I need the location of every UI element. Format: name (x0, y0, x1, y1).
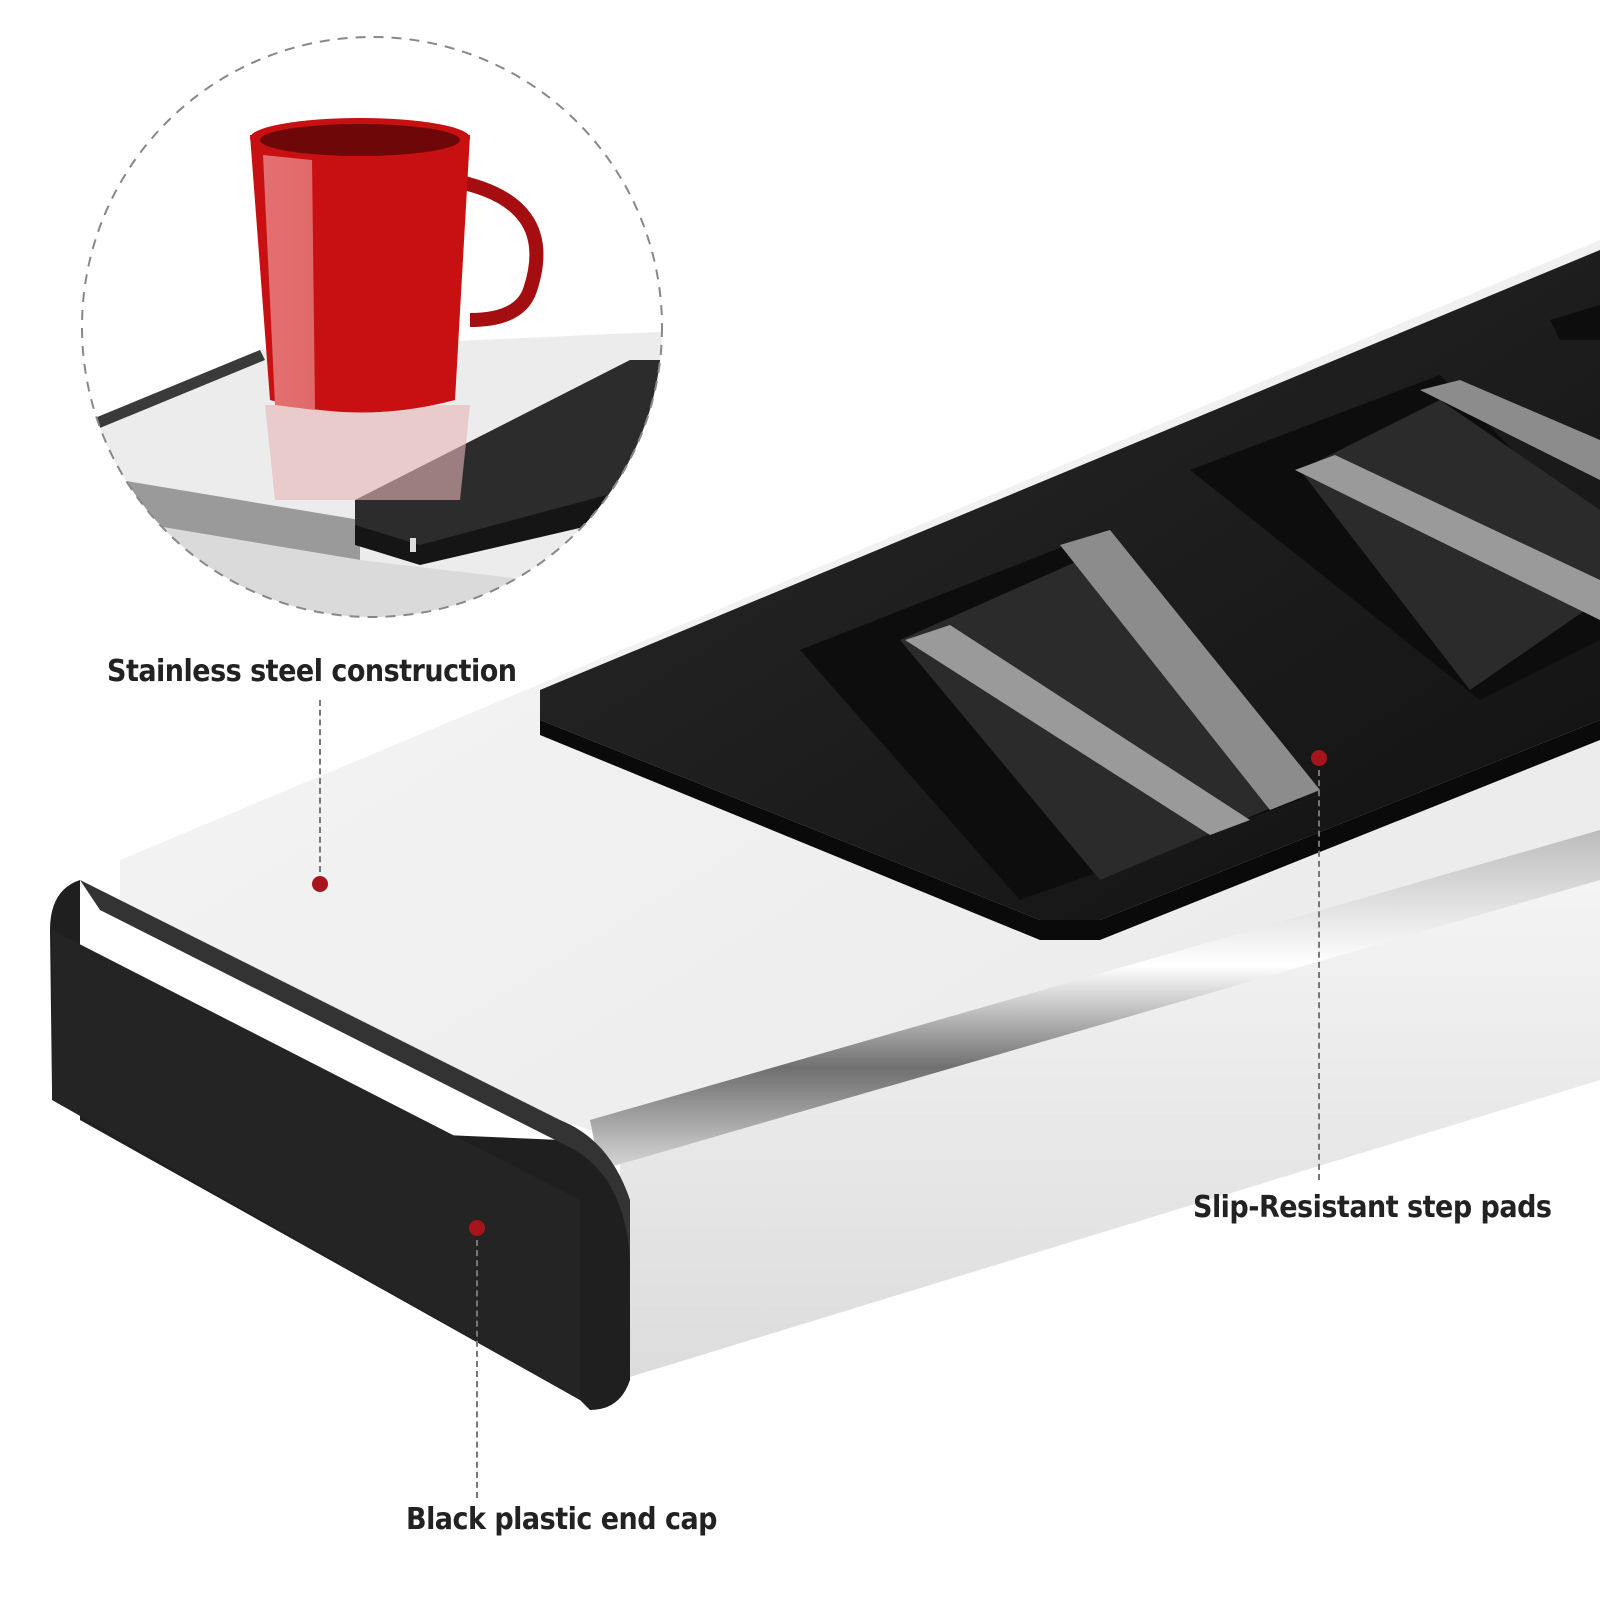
callout-step-pads-leader (1318, 770, 1320, 1180)
end-cap (50, 880, 630, 1410)
callout-end-cap-leader (476, 1240, 478, 1498)
step-pad (540, 250, 1600, 940)
callout-end-cap-dot (469, 1220, 485, 1236)
callout-step-pads-label: Slip-Resistant step pads (1193, 1190, 1552, 1225)
callout-stainless-dot (312, 876, 328, 892)
callout-stainless-label: Stainless steel construction (107, 654, 517, 689)
callout-end-cap-label: Black plastic end cap (406, 1502, 718, 1537)
mug-icon (250, 118, 544, 413)
running-board (50, 240, 1600, 1410)
callout-step-pads-dot (1311, 750, 1327, 766)
callout-stainless-leader (319, 700, 321, 872)
detail-inset (81, 36, 663, 618)
